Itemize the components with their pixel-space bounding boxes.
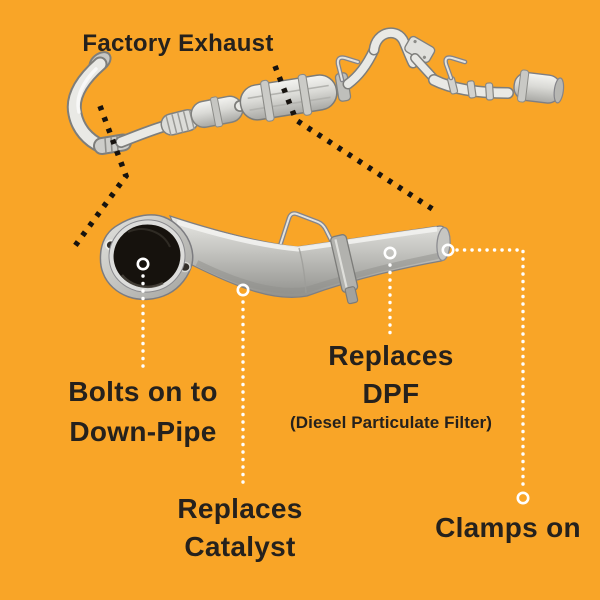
leader-dot-clamps-end [516,491,530,505]
leader-lines [136,243,530,505]
cut-mark-right [272,65,439,215]
clamps-on-label-line1: Clamps on [435,512,581,543]
replacement-pipe-photo [99,211,451,305]
replaces-dpf-label-line1: Replaces [328,340,454,371]
replaces-dpf-label: Replaces DPF (Diesel Particulate Filter) [290,337,492,433]
leader-dot-catalyst [236,283,250,297]
bolts-on-label-line1: Bolts on to [68,376,218,407]
leader-dot-clamps-start [441,243,455,257]
clamps-on-label: Clamps on [435,509,581,547]
cut-mark-left [69,105,130,252]
replaces-catalyst-label-line1: Replaces [177,493,303,524]
bolts-on-label-line2: Down-Pipe [69,416,217,447]
replaces-catalyst-label: Replaces Catalyst [177,490,302,566]
factory-exhaust-label: Factory Exhaust [82,30,274,57]
replaces-catalyst-label-line2: Catalyst [184,531,296,562]
replaces-dpf-label-subtext: (Diesel Particulate Filter) [289,413,493,432]
bolts-on-label: Bolts on to Down-Pipe [68,372,218,452]
factory-exhaust-photo [66,27,565,155]
leader-dot-dpf [383,246,397,260]
leader-line-clamps [455,248,525,490]
replaces-dpf-label-line2: DPF [362,378,420,409]
leader-dot-bolts [136,257,150,271]
